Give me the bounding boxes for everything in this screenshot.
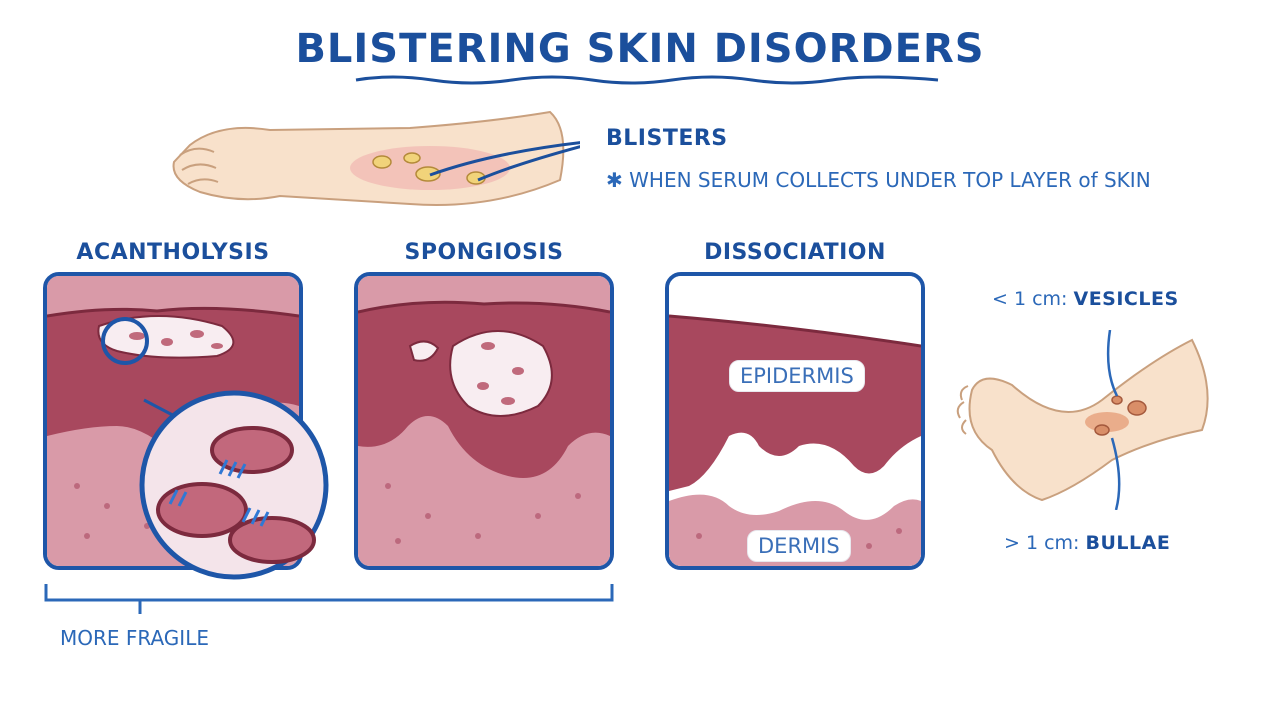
fragile-bracket (44, 584, 614, 614)
panel-spongiosis (354, 272, 614, 570)
dermis-tag: DERMIS (747, 530, 851, 562)
title-underline (355, 75, 939, 85)
asterisk-icon: ✱ (606, 168, 623, 192)
bullae-prefix: > 1 cm: (1004, 532, 1080, 554)
panel-title-spongiosis: SPONGIOSIS (404, 240, 564, 265)
blisters-note: ✱ WHEN SERUM COLLECTS UNDER TOP LAYER of… (606, 168, 1151, 192)
vesicles-prefix: < 1 cm: (992, 288, 1068, 310)
vesicles-name: VESICLES (1073, 288, 1179, 310)
epidermis-tag: EPIDERMIS (729, 360, 865, 392)
page-title: BLISTERING SKIN DISORDERS (295, 26, 985, 72)
fragile-label: MORE FRAGILE (60, 626, 209, 650)
blisters-note-text: WHEN SERUM COLLECTS UNDER TOP LAYER of S… (629, 168, 1151, 192)
spongiosis-illustration (358, 276, 610, 566)
leg-illustration (956, 330, 1209, 510)
blister-bumps (372, 152, 486, 185)
panel-dissociation: EPIDERMIS DERMIS (665, 272, 925, 570)
dissociation-illustration (669, 276, 921, 566)
panel-title-dissociation: DISSOCIATION (704, 240, 886, 265)
blisters-label: BLISTERS (606, 126, 728, 151)
bullae-name: BULLAE (1085, 532, 1171, 554)
vesicles-label: < 1 cm: VESICLES (992, 288, 1179, 310)
bullae-label: > 1 cm: BULLAE (1004, 532, 1170, 554)
acantholysis-zoom (139, 390, 329, 580)
panel-title-acantholysis: ACANTHOLYSIS (76, 240, 270, 265)
arm-illustration (172, 110, 580, 206)
